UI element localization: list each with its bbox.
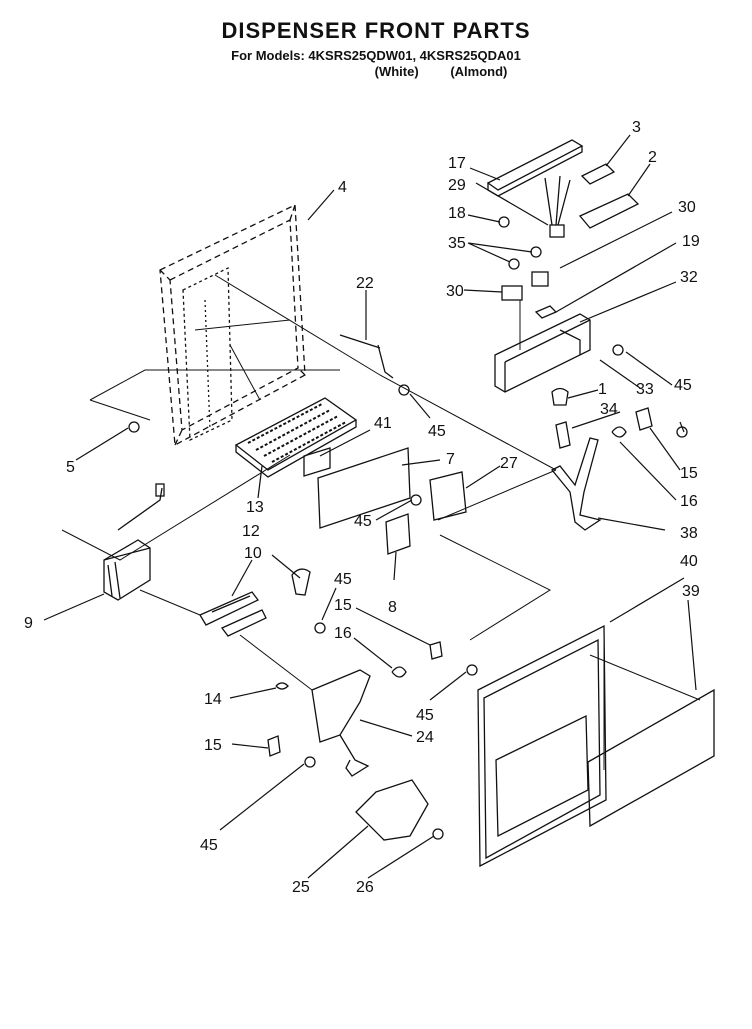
callout-8: 8 (388, 599, 397, 616)
callout-29: 29 (448, 177, 466, 194)
callout-45: 45 (416, 707, 434, 724)
callout-38: 38 (680, 525, 698, 542)
part-45-screw (612, 344, 624, 356)
callout-30: 30 (678, 199, 696, 216)
part-14-bushing (275, 682, 289, 690)
callout-45: 45 (334, 571, 352, 588)
callout-26: 26 (356, 879, 374, 896)
part-45-screw (314, 622, 326, 634)
callout-2: 2 (648, 149, 657, 166)
part-18-screw (498, 216, 510, 228)
callout-33: 33 (636, 381, 654, 398)
callout-32: 32 (680, 269, 698, 286)
part-15-clip (635, 407, 653, 431)
callout-5: 5 (66, 459, 75, 476)
part-13-grille (234, 397, 358, 478)
part-16-spring (611, 426, 627, 438)
callout-24: 24 (416, 729, 434, 746)
callout-27: 27 (500, 455, 518, 472)
part-45-screw (398, 384, 410, 396)
callout-7: 7 (446, 451, 455, 468)
callout-19: 19 (682, 233, 700, 250)
part-35-screw-a (508, 258, 520, 270)
callout-45: 45 (200, 837, 218, 854)
callout-15: 15 (334, 597, 352, 614)
part-30-switch-left (501, 285, 523, 301)
part-8-board (385, 513, 411, 555)
part-16-spring (391, 666, 407, 678)
part-4-housing (159, 203, 306, 447)
leader-lines (43, 134, 697, 879)
callout-16: 16 (680, 493, 698, 510)
part-27-cover (429, 471, 467, 521)
callout-40: 40 (680, 553, 698, 570)
callout-45: 45 (428, 423, 446, 440)
callout-14: 14 (204, 691, 222, 708)
part-40-frame (477, 624, 607, 868)
part-5-screw (128, 421, 140, 433)
color-white-label: (White) (374, 64, 419, 79)
part-12-clip (291, 568, 311, 596)
part-4-inner-frame (182, 266, 291, 442)
callout-1: 1 (598, 381, 607, 398)
callout-3: 3 (632, 119, 641, 136)
callout-35: 35 (448, 235, 466, 252)
page-title: DISPENSER FRONT PARTS (221, 18, 531, 43)
callout-13: 13 (246, 499, 264, 516)
part-15-clip (429, 641, 443, 660)
callout-labels: 3 17 2 29 30 18 35 19 30 32 22 4 1 45 33… (24, 119, 700, 896)
callout-45: 45 (354, 513, 372, 530)
callout-30: 30 (446, 283, 464, 300)
part-45-screw (304, 756, 316, 768)
part-7-control-panel (317, 447, 411, 529)
part-39-panel (587, 688, 715, 828)
callout-34: 34 (600, 401, 618, 418)
assembly-lines (61, 274, 701, 770)
part-41-label (303, 447, 331, 477)
callout-41: 41 (374, 415, 392, 432)
part-38-paddle (550, 437, 602, 531)
callout-10: 10 (244, 545, 262, 562)
part-19-plate (534, 305, 558, 319)
callout-15: 15 (204, 737, 222, 754)
callout-39: 39 (682, 583, 700, 600)
callout-12: 12 (242, 523, 260, 540)
model-colors: (White) (Almond) (0, 64, 752, 79)
part-2-pad (578, 193, 640, 229)
part-1-cap (551, 387, 569, 406)
part-35-screw-b (530, 246, 542, 258)
part-26-screw (432, 828, 444, 840)
part-22-rod (339, 334, 394, 379)
part-24-lever (311, 669, 371, 777)
part-3-pad (580, 163, 616, 185)
part-15-clip (267, 735, 281, 757)
part-34-pin (555, 421, 571, 449)
callout-22: 22 (356, 275, 374, 292)
part-45-screw (410, 494, 422, 506)
callout-17: 17 (448, 155, 466, 172)
callout-45: 45 (674, 377, 692, 394)
callout-15: 15 (680, 465, 698, 482)
part-29-switch (544, 175, 571, 238)
model-numbers: For Models: 4KSRS25QDW01, 4KSRS25QDA01 (231, 48, 521, 63)
part-30-switch-right (531, 271, 549, 287)
callout-9: 9 (24, 615, 33, 632)
callout-18: 18 (448, 205, 466, 222)
part-25-drip-tray (355, 779, 429, 841)
part-10-bracket (199, 591, 267, 637)
callout-4: 4 (338, 179, 347, 196)
part-32-33-actuator-bracket (494, 313, 591, 393)
part-9-light-housing (103, 483, 165, 601)
color-almond-label: (Almond) (450, 64, 508, 79)
callout-16: 16 (334, 625, 352, 642)
callout-25: 25 (292, 879, 310, 896)
part-45-screw (466, 664, 478, 676)
